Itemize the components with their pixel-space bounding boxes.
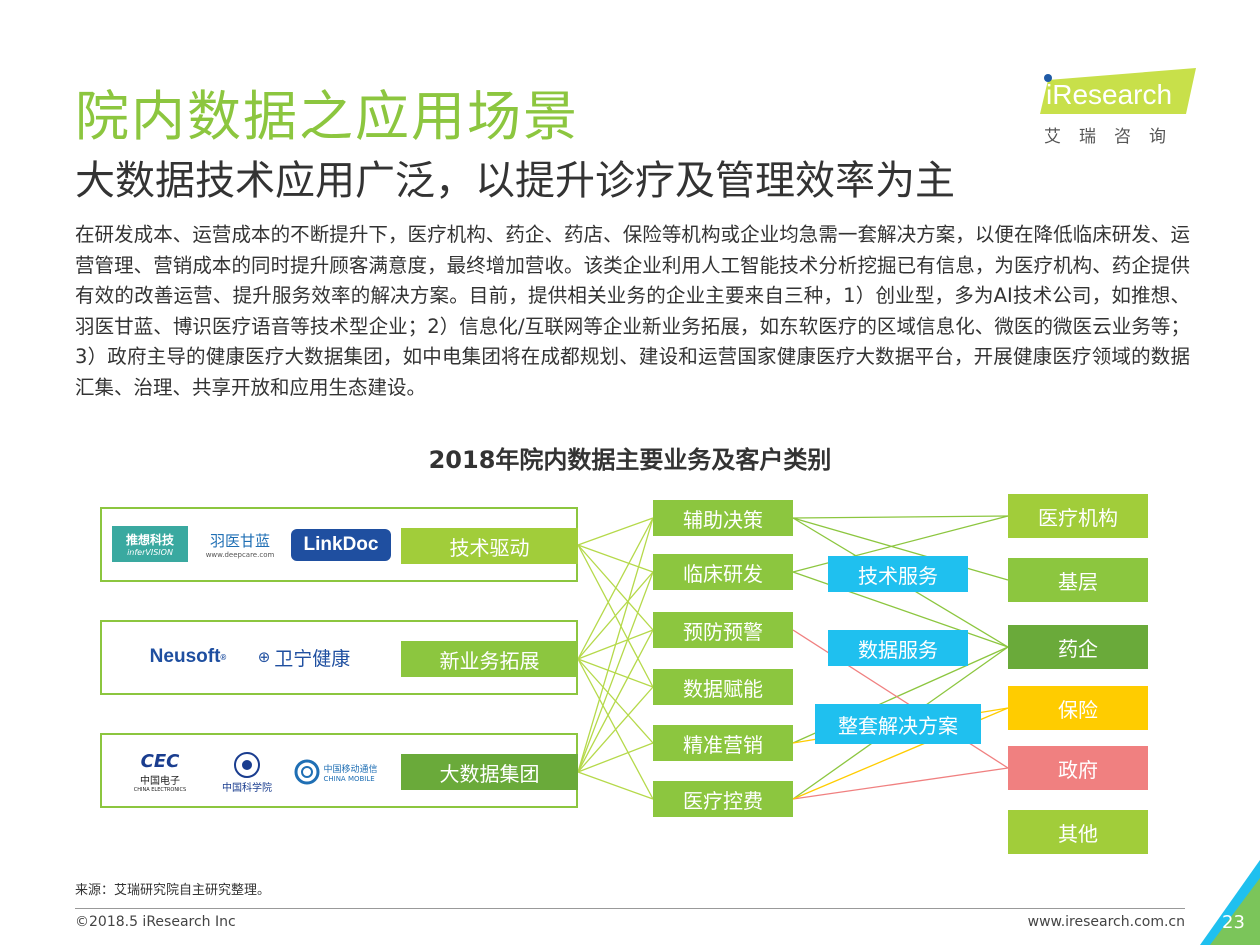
- business-cost-control: 医疗控费: [653, 781, 793, 817]
- group-big-data: 大数据集团: [401, 754, 578, 790]
- client-insurance: 保险: [1008, 686, 1148, 730]
- china-mobile-swirl-icon: [294, 759, 320, 785]
- brand-cn-name: 艾瑞咨询: [1044, 127, 1184, 147]
- source-note: 来源：艾瑞研究院自主研究整理。: [75, 883, 271, 898]
- cas-logo: 中国科学院: [216, 745, 278, 799]
- cas-emblem-icon: [234, 751, 260, 778]
- neusoft-logo: Neusoft®: [149, 646, 227, 667]
- iresearch-logo: iResearch: [1040, 66, 1200, 146]
- service-full-solution: 整套解决方案: [815, 704, 981, 744]
- winning-health-logo: ⊕卫宁健康: [257, 647, 351, 670]
- client-government: 政府: [1008, 746, 1148, 790]
- footer-divider: [75, 908, 1185, 909]
- client-medical-institution: 医疗机构: [1008, 494, 1148, 538]
- service-data: 数据服务: [828, 630, 968, 666]
- client-pharma: 药企: [1008, 625, 1148, 669]
- group-tech-driven: 技术驱动: [401, 528, 578, 564]
- service-tech: 技术服务: [828, 556, 968, 592]
- group-business-connectors: [577, 517, 654, 800]
- intro-paragraph: 在研发成本、运营成本的不断提升下，医疗机构、药企、药店、保险等机构或企业均急需一…: [75, 223, 1190, 399]
- page-subtitle: 大数据技术应用广泛，以提升诊疗及管理效率为主: [75, 158, 955, 204]
- yuyiganlan-logo: 羽医甘蓝 www.deepcare.com: [205, 531, 275, 559]
- corner-triangle-decoration: [1200, 860, 1260, 945]
- business-decision-support: 辅助决策: [653, 500, 793, 536]
- china-mobile-logo: 中国移动通信 CHINA MOBILE: [292, 757, 380, 787]
- cec-logo: CEC 中国电子 CHINA ELECTRONICS: [133, 751, 187, 793]
- copyright: ©2018.5 iResearch Inc: [75, 914, 236, 930]
- client-primary-care: 基层: [1008, 558, 1148, 602]
- page-title: 院内数据之应用场景: [75, 85, 579, 148]
- group-new-business: 新业务拓展: [401, 641, 578, 677]
- business-precision-marketing: 精准营销: [653, 725, 793, 761]
- client-other: 其他: [1008, 810, 1148, 854]
- website: www.iresearch.com.cn: [1027, 914, 1185, 930]
- diagram-title: 2018年院内数据主要业务及客户类别: [428, 446, 832, 474]
- linkdoc-logo: LinkDoc: [291, 529, 391, 561]
- iresearch-logo-text: iResearch: [1046, 79, 1172, 110]
- tuixiang-logo: 推想科技 inferVISION: [112, 526, 188, 562]
- business-early-warning: 预防预警: [653, 612, 793, 648]
- business-clinical-rd: 临床研发: [653, 554, 793, 590]
- page-number: 23: [1222, 912, 1245, 933]
- business-data-enablement: 数据赋能: [653, 669, 793, 705]
